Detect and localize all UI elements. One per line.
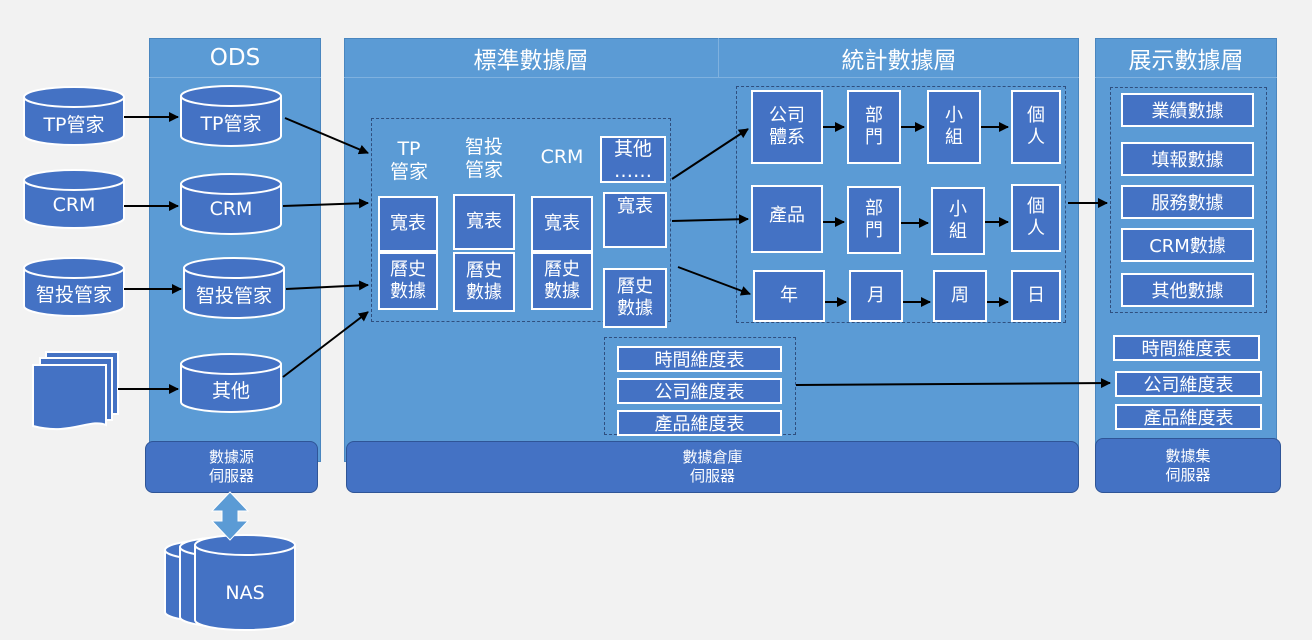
history-data-crm: 曆史 數據: [531, 252, 593, 310]
stat-department-2: 部 門: [847, 186, 901, 254]
display-item-performance: 業績數據: [1121, 93, 1254, 127]
ods-item-other: 其他: [211, 379, 250, 402]
display-item-other: 其他數據: [1121, 273, 1254, 307]
stat-person-2: 個 人: [1011, 184, 1061, 252]
source-zhitou-label: 智投管家: [35, 283, 112, 306]
source-crm-label: CRM: [52, 194, 96, 216]
arrow-ods-tp-to-standard: [284, 117, 369, 155]
nas-storage-icon: [164, 534, 296, 631]
arrow-standard-to-product: [671, 214, 749, 225]
ods-db-crm-icon: [180, 173, 282, 235]
column-header-crm: CRM: [540, 146, 584, 168]
display-dim-product: 產品維度表: [1115, 404, 1262, 430]
stat-group-1: 小 組: [927, 90, 981, 164]
arrow-ods-other-to-standard: [282, 311, 369, 378]
stat-department-1: 部 門: [847, 90, 901, 164]
stat-year: 年: [753, 270, 825, 322]
arrow-standard-to-year: [677, 266, 751, 296]
arrow-standard-to-company: [671, 128, 749, 180]
stat-group: [736, 86, 1066, 323]
ods-db-zhitou-icon: [183, 257, 285, 319]
source-db-crm-icon: [23, 169, 125, 229]
wide-table-tp: 寬表: [378, 196, 438, 252]
display-group: [1110, 87, 1267, 313]
stat-week: 周: [933, 270, 987, 322]
arrow-dimensions-to-display: [795, 378, 1111, 389]
ods-db-other-icon: [180, 353, 282, 413]
arrow-ods-crm-to-standard: [282, 198, 369, 209]
standard-group: [371, 118, 671, 322]
ods-item-crm: CRM: [209, 198, 253, 220]
ods-title: ODS: [149, 38, 321, 78]
display-dim-time: 時間維度表: [1113, 335, 1260, 361]
document-stack-icon: [32, 351, 119, 431]
source-db-zhitou-icon: [23, 257, 125, 317]
display-item-report: 填報數據: [1121, 142, 1254, 176]
column-header-other: 其他 ……: [600, 136, 666, 183]
column-header-zhitou: 智投 管家: [464, 136, 503, 181]
display-dim-company: 公司維度表: [1115, 371, 1262, 397]
ods-item-zhitou: 智投管家: [195, 284, 272, 307]
wide-table-other: 寬表: [603, 192, 667, 248]
warehouse-server: 數據倉庫 伺服器: [346, 441, 1079, 493]
history-data-other: 曆史 數據: [603, 268, 667, 328]
ods-db-tp-icon: [180, 85, 282, 147]
nas-label: NAS: [225, 582, 265, 604]
source-db-tp-icon: [23, 86, 125, 146]
ods-item-tp: TP管家: [200, 112, 262, 135]
stat-group-2: 小 組: [931, 187, 985, 255]
stat-month: 月: [849, 270, 903, 322]
warehouse-dim-product: 產品維度表: [617, 410, 782, 436]
wide-table-crm: 寬表: [531, 196, 593, 252]
display-item-crm: CRM數據: [1121, 228, 1254, 262]
stat-person-1: 個 人: [1011, 90, 1061, 164]
column-header-tp: TP 管家: [389, 138, 428, 183]
arrow-ods-zhitou-to-standard: [285, 280, 369, 291]
stat-company-system: 公司 體系: [751, 90, 823, 164]
stat-day: 日: [1011, 270, 1061, 322]
warehouse-dim-company: 公司維度表: [617, 378, 782, 404]
stat-product: 產品: [751, 185, 823, 253]
wide-table-zhitou: 寬表: [453, 194, 515, 250]
dataset-server: 數據集 伺服器: [1095, 438, 1281, 493]
source-tp-label: TP管家: [43, 113, 105, 136]
display-item-service: 服務數據: [1121, 185, 1254, 219]
history-data-zhitou: 曆史 數據: [453, 252, 515, 312]
history-data-tp: 曆史 數據: [378, 252, 438, 310]
display-layer-title: 展示數據層: [1095, 38, 1277, 78]
standard-layer-title: 標準數據層: [344, 38, 719, 78]
source-server: 數據源 伺服器: [145, 441, 318, 493]
stat-layer-title: 統計數據層: [719, 38, 1079, 78]
double-arrow-icon: [210, 491, 250, 541]
warehouse-dim-time: 時間維度表: [617, 346, 782, 372]
